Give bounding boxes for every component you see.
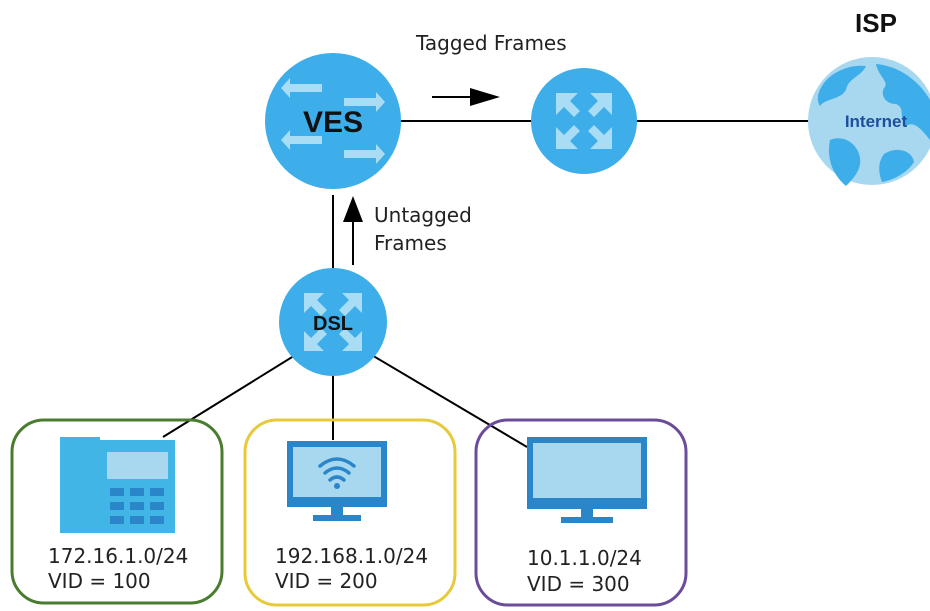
- router-node: [531, 68, 637, 174]
- ves-switch-node: VES: [265, 53, 401, 189]
- dsl-label: DSL: [313, 313, 353, 335]
- client-box-phone: 172.16.1.0/24 VID = 100: [10, 418, 224, 605]
- untagged-frames-label-line1: Untagged: [374, 203, 472, 227]
- dsl-node: DSL: [279, 268, 387, 376]
- globe-icon: [817, 64, 930, 186]
- connections: [162, 120, 810, 448]
- dsl-arrows-icon: [304, 293, 362, 351]
- router-arrows-icon: [556, 93, 612, 149]
- untagged-frames-label-line2: Frames: [374, 231, 447, 255]
- client-vid: VID = 100: [48, 569, 151, 593]
- client-subnet: 172.16.1.0/24: [48, 544, 188, 568]
- internet-label: Internet: [845, 112, 908, 131]
- switch-arrows-icon: [281, 78, 385, 164]
- untagged-frames-arrow: [343, 196, 363, 265]
- ves-label: VES: [303, 106, 363, 139]
- ip-phone-icon: [60, 437, 175, 533]
- monitor-icon: [527, 437, 647, 523]
- client-subnet: 10.1.1.0/24: [527, 546, 642, 570]
- client-vid: VID = 200: [275, 569, 378, 593]
- dsl-to-phone-link: [162, 353, 298, 438]
- wifi-monitor-icon: [287, 441, 387, 521]
- client-vid: VID = 300: [527, 572, 630, 596]
- client-box-monitor: 10.1.1.0/24 VID = 300: [474, 418, 688, 607]
- internet-globe-node: Internet: [808, 57, 930, 186]
- isp-title: ISP: [855, 8, 897, 38]
- client-subnet: 192.168.1.0/24: [275, 544, 428, 568]
- client-box-wifi: 192.168.1.0/24 VID = 200: [243, 418, 457, 607]
- tagged-frames-label: Tagged Frames: [415, 31, 567, 55]
- tagged-frames-arrow: [432, 88, 500, 106]
- wifi-icon: [318, 457, 356, 482]
- dsl-to-monitor-link: [369, 353, 528, 448]
